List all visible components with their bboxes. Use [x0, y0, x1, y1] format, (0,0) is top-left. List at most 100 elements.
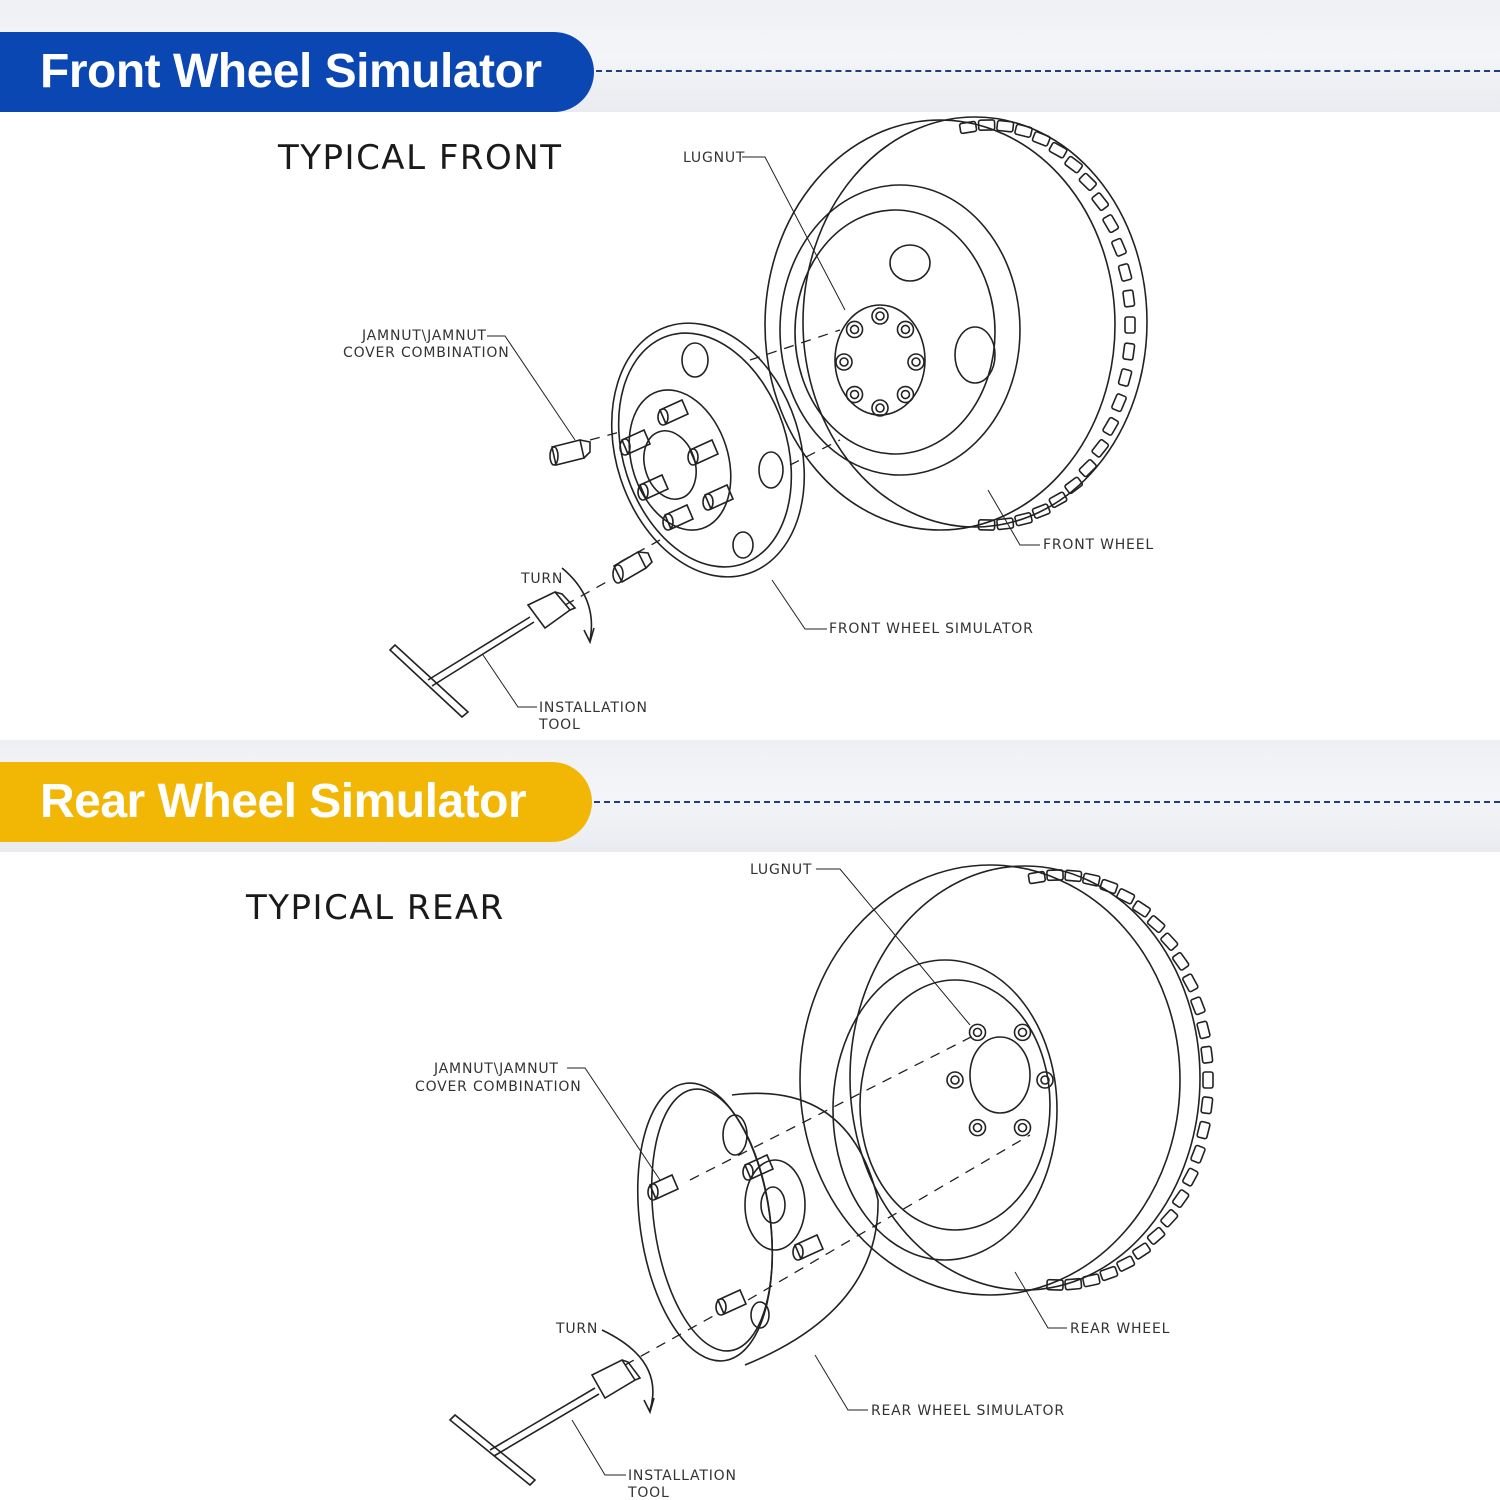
front-label-lugnut: LUGNUT — [683, 150, 745, 166]
tread-block — [1146, 915, 1166, 934]
lugnut-mark — [972, 1027, 983, 1038]
simulator-stud — [658, 398, 690, 426]
rear-label-jamnut-2: COVER COMBINATION — [415, 1079, 582, 1095]
tread-block — [1182, 1167, 1199, 1187]
tread-block — [1102, 416, 1120, 436]
rear-turn-arrow — [601, 1329, 654, 1411]
rear-label-jamnut-1: JAMNUT\JAMNUT — [433, 1061, 559, 1077]
rear-label-rear-wheel: REAR WHEEL — [1070, 1321, 1170, 1337]
lugnut-mark — [950, 1075, 960, 1085]
front-label-front-wheel: FRONT WHEEL — [1043, 537, 1154, 553]
tread-block — [1031, 503, 1051, 519]
simulator-stud — [638, 473, 670, 501]
tread-block — [1132, 900, 1151, 918]
tread-block — [1014, 123, 1033, 138]
tread-block — [1122, 289, 1136, 308]
simulator-stud — [663, 503, 695, 531]
lugnut-mark — [1040, 1075, 1050, 1085]
simulator-stud — [743, 1153, 775, 1181]
rear-label-tool-1: INSTALLATION — [628, 1468, 737, 1484]
tread-block — [1124, 316, 1136, 334]
simulator-stud — [703, 483, 735, 511]
lugnut-mark — [896, 385, 915, 404]
lugnut-mark — [896, 320, 915, 339]
simulator-stud — [716, 1288, 748, 1316]
tread-block — [958, 120, 978, 135]
simulator-stud — [702, 493, 714, 511]
rear-wheel-tire — [799, 864, 1201, 1296]
tread-block — [1099, 878, 1119, 895]
tread-block — [1064, 869, 1083, 883]
rear-turn-arrowhead — [643, 1397, 655, 1415]
tread-block — [1082, 872, 1101, 887]
front-wheel-diagram: LUGNUT JAMNUT\JAMNUT COVER COMBINATION T… — [343, 116, 1154, 733]
lugnut-mark — [871, 307, 889, 325]
front-tire-tread — [958, 119, 1136, 531]
front-loose-jamnut — [612, 550, 653, 584]
front-installation-tool — [388, 591, 577, 719]
lugnut-mark — [946, 1071, 964, 1089]
tread-block — [1196, 1120, 1211, 1140]
lugnut-mark — [1036, 1071, 1054, 1089]
tread-block — [1200, 1096, 1214, 1115]
rear-section-title: TYPICAL REAR — [246, 888, 505, 928]
tread-block — [1116, 1255, 1136, 1272]
tread-block — [1102, 214, 1120, 234]
lugnut-mark — [875, 311, 885, 321]
front-label-jamnut-1: JAMNUT\JAMNUT — [361, 328, 487, 344]
lugnut-mark — [968, 1023, 987, 1042]
front-wheel-simulator-disc — [610, 322, 806, 578]
lugnut-mark — [900, 324, 911, 335]
lugnut-mark — [845, 385, 864, 404]
front-banner-dashed-line — [596, 70, 1500, 72]
front-label-tool-1: INSTALLATION — [539, 700, 648, 716]
front-wheel-hole — [954, 326, 996, 384]
front-wheel-tire — [764, 116, 1148, 531]
front-label-jamnut-2: COVER COMBINATION — [343, 345, 510, 361]
tread-block — [1091, 438, 1110, 458]
front-label-tool-2: TOOL — [538, 717, 581, 733]
rear-alignment-lines — [624, 1034, 1031, 1366]
tread-block — [1132, 1242, 1151, 1260]
tread-block — [1190, 996, 1206, 1016]
simulator-stud — [793, 1233, 825, 1261]
front-section-title: TYPICAL FRONT — [278, 138, 563, 178]
tread-block — [1117, 263, 1133, 282]
simulator-stud — [688, 438, 720, 466]
rear-installation-tool — [448, 1358, 642, 1487]
lugnut-mark — [1017, 1027, 1028, 1038]
tread-block — [1048, 141, 1068, 159]
lugnut-mark — [1013, 1023, 1032, 1042]
front-label-simulator: FRONT WHEEL SIMULATOR — [829, 621, 1034, 637]
lugnut-mark — [911, 357, 921, 367]
tread-block — [1146, 1226, 1166, 1245]
simulator-stud — [647, 1183, 659, 1201]
simulator-stud — [715, 1298, 727, 1316]
rear-wheel-simulator-dome — [636, 1082, 879, 1366]
tread-block — [1064, 155, 1084, 174]
tread-block — [1078, 172, 1097, 192]
front-simulator-studs — [619, 398, 735, 531]
simulator-stud — [792, 1243, 804, 1261]
tread-block — [1048, 491, 1068, 509]
tread-block — [1171, 1189, 1190, 1209]
lugnut-mark — [1013, 1118, 1032, 1137]
tread-block — [1190, 1144, 1206, 1164]
lugnut-mark — [845, 320, 864, 339]
front-leader-lines — [482, 156, 1040, 708]
tread-block — [1099, 1265, 1119, 1282]
tread-block — [1160, 932, 1179, 951]
simulator-stud — [662, 513, 674, 531]
tread-block — [1046, 1278, 1064, 1291]
front-wheel-hole — [889, 244, 931, 282]
rear-label-turn: TURN — [555, 1321, 598, 1337]
tread-block — [1091, 192, 1110, 212]
tread-block — [1078, 458, 1097, 478]
tread-block — [1064, 476, 1084, 495]
simulator-stud — [742, 1163, 754, 1181]
rear-simulator-studs — [647, 1153, 825, 1316]
tread-block — [1117, 368, 1133, 387]
simulator-stud — [620, 428, 652, 456]
rear-tire-tread — [1027, 869, 1214, 1291]
tread-block — [1064, 1277, 1083, 1291]
